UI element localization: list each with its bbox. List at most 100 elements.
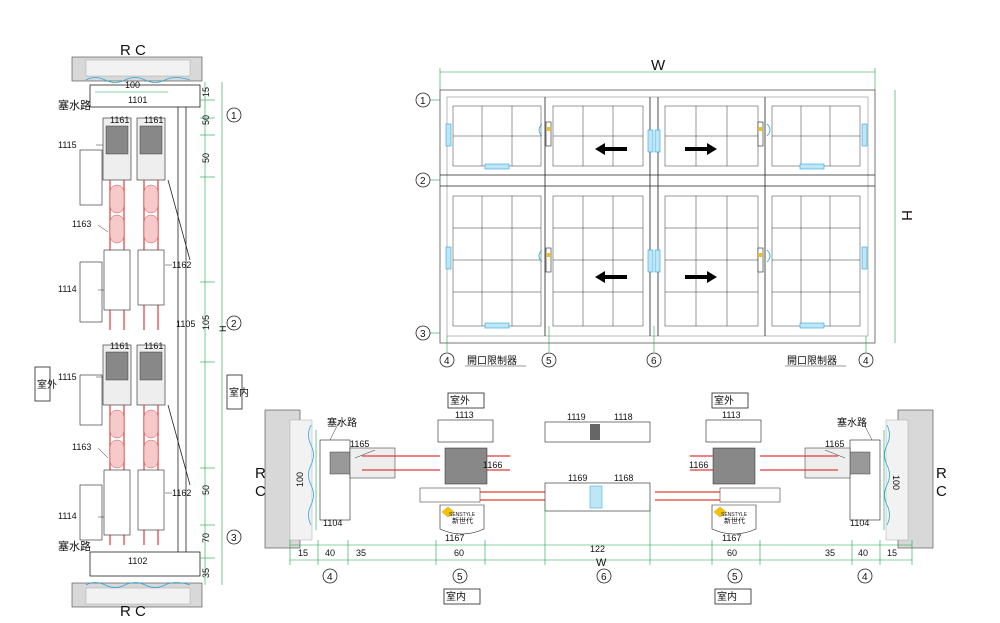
outdoor-label: 室外 [37,378,57,391]
marker-label: 4 [863,356,869,367]
part-1166: 1166 [689,460,708,470]
part-1114: 1114 [58,284,77,294]
part-1168: 1168 [614,473,633,483]
marker-label: 4 [327,572,333,583]
part-1167: 1167 [722,533,741,543]
marker-circle [226,315,242,331]
outdoor-label: 室外 [714,394,734,407]
part-1162: 1162 [172,260,191,270]
part-1165: 1165 [350,439,369,449]
limiter-bottom [799,322,825,329]
elevation-view [415,68,896,368]
arrow-right-icon [685,143,717,155]
right-sealant [884,424,890,526]
marker-label: 2 [420,176,426,187]
rc-top-label: R C [120,42,146,59]
seal-label-right: 塞水路 [837,416,867,429]
part-1113: 1113 [455,410,474,420]
part-1114: 1114 [58,511,77,521]
marker-label: 5 [546,356,552,367]
indoor-label-box [226,374,243,410]
dim-35: 35 [201,568,211,578]
part-1119: 1119 [567,412,586,422]
sash-profile-upper [79,117,191,330]
dim-50a: 50 [201,115,211,125]
marker-label: 6 [601,572,607,583]
dim-105: 105 [201,315,211,330]
top-frame [89,84,201,108]
marker-circle [226,529,242,545]
dim-50c: 50 [201,485,211,495]
lock-handle-icon [757,247,771,273]
marker-label: 2 [231,319,237,330]
dim-100: 100 [295,472,305,487]
bottom-frame [89,551,201,577]
plan-width-label: W [596,557,607,569]
limiter-bottom [484,322,510,329]
bottom-wall-hatch [85,587,191,605]
dim-70: 70 [201,533,211,543]
part-1104: 1104 [323,518,342,528]
seal-label-left: 塞水路 [327,416,357,429]
dim-15: 15 [887,548,897,558]
part-1105: 1105 [176,319,195,329]
outer-frame [439,89,876,344]
part-1166: 1166 [483,460,502,470]
part-1113: 1113 [722,410,741,420]
dim-60: 60 [727,548,737,558]
arrow-left-icon [595,143,627,155]
brand-logo-icon [713,506,727,518]
dim-35: 35 [356,548,366,558]
part-1163: 1163 [72,219,91,229]
dim-50b: 50 [201,153,211,163]
limiter-label-left: 開口限制器 [467,354,517,367]
dim-100: 100 [891,475,901,490]
limiter-label-right: 開口限制器 [787,354,837,367]
brand-cn-label: 新世代 [452,516,473,525]
lock-handle-icon [757,121,771,147]
part-1161: 1161 [110,341,129,351]
dim-35: 35 [825,548,835,558]
part-1169: 1169 [568,473,587,483]
vertical-section [34,56,243,608]
plan-section [264,392,934,605]
lock-handle-icon [538,247,552,273]
dim-100: 100 [125,80,140,90]
dim-15: 15 [201,87,211,97]
part-1115: 1115 [58,372,77,382]
part-1115: 1115 [58,140,77,150]
marker-label: 3 [231,533,237,544]
dim-40: 40 [325,548,335,558]
rc-right-r: R [936,465,947,482]
arrow-left-icon [595,271,627,283]
outdoor-label-box [34,366,51,402]
sash-profile-lower [79,344,191,545]
rc-left-c: C [255,483,266,500]
dim-60: 60 [454,548,464,558]
marker-label: 4 [444,356,450,367]
seal-label-bottom: 塞水路 [58,539,91,553]
marker-label: 4 [862,572,868,583]
limiter-top [799,163,825,170]
limiter-top [484,163,510,170]
part-1162: 1162 [172,488,191,498]
rc-bottom-label: R C [120,603,146,620]
marker-circle [226,107,242,123]
marker-label: 6 [651,356,657,367]
brand-label: SENSTYLE [449,512,476,518]
marker-label: 3 [420,329,426,340]
part-1163: 1163 [72,442,91,452]
side-pivot [445,246,452,270]
indoor-label: 室内 [229,386,249,399]
side-pivot [861,123,868,147]
part-1161: 1161 [144,115,163,125]
side-pivot [445,123,452,147]
marker-label: 1 [420,96,426,107]
top-wall-hatch [85,59,191,77]
brand-label: SENSTYLE [721,512,748,518]
part-1165: 1165 [825,439,844,449]
marker-label: 5 [732,572,738,583]
dim-H: H [218,326,228,333]
marker-label: 5 [457,572,463,583]
